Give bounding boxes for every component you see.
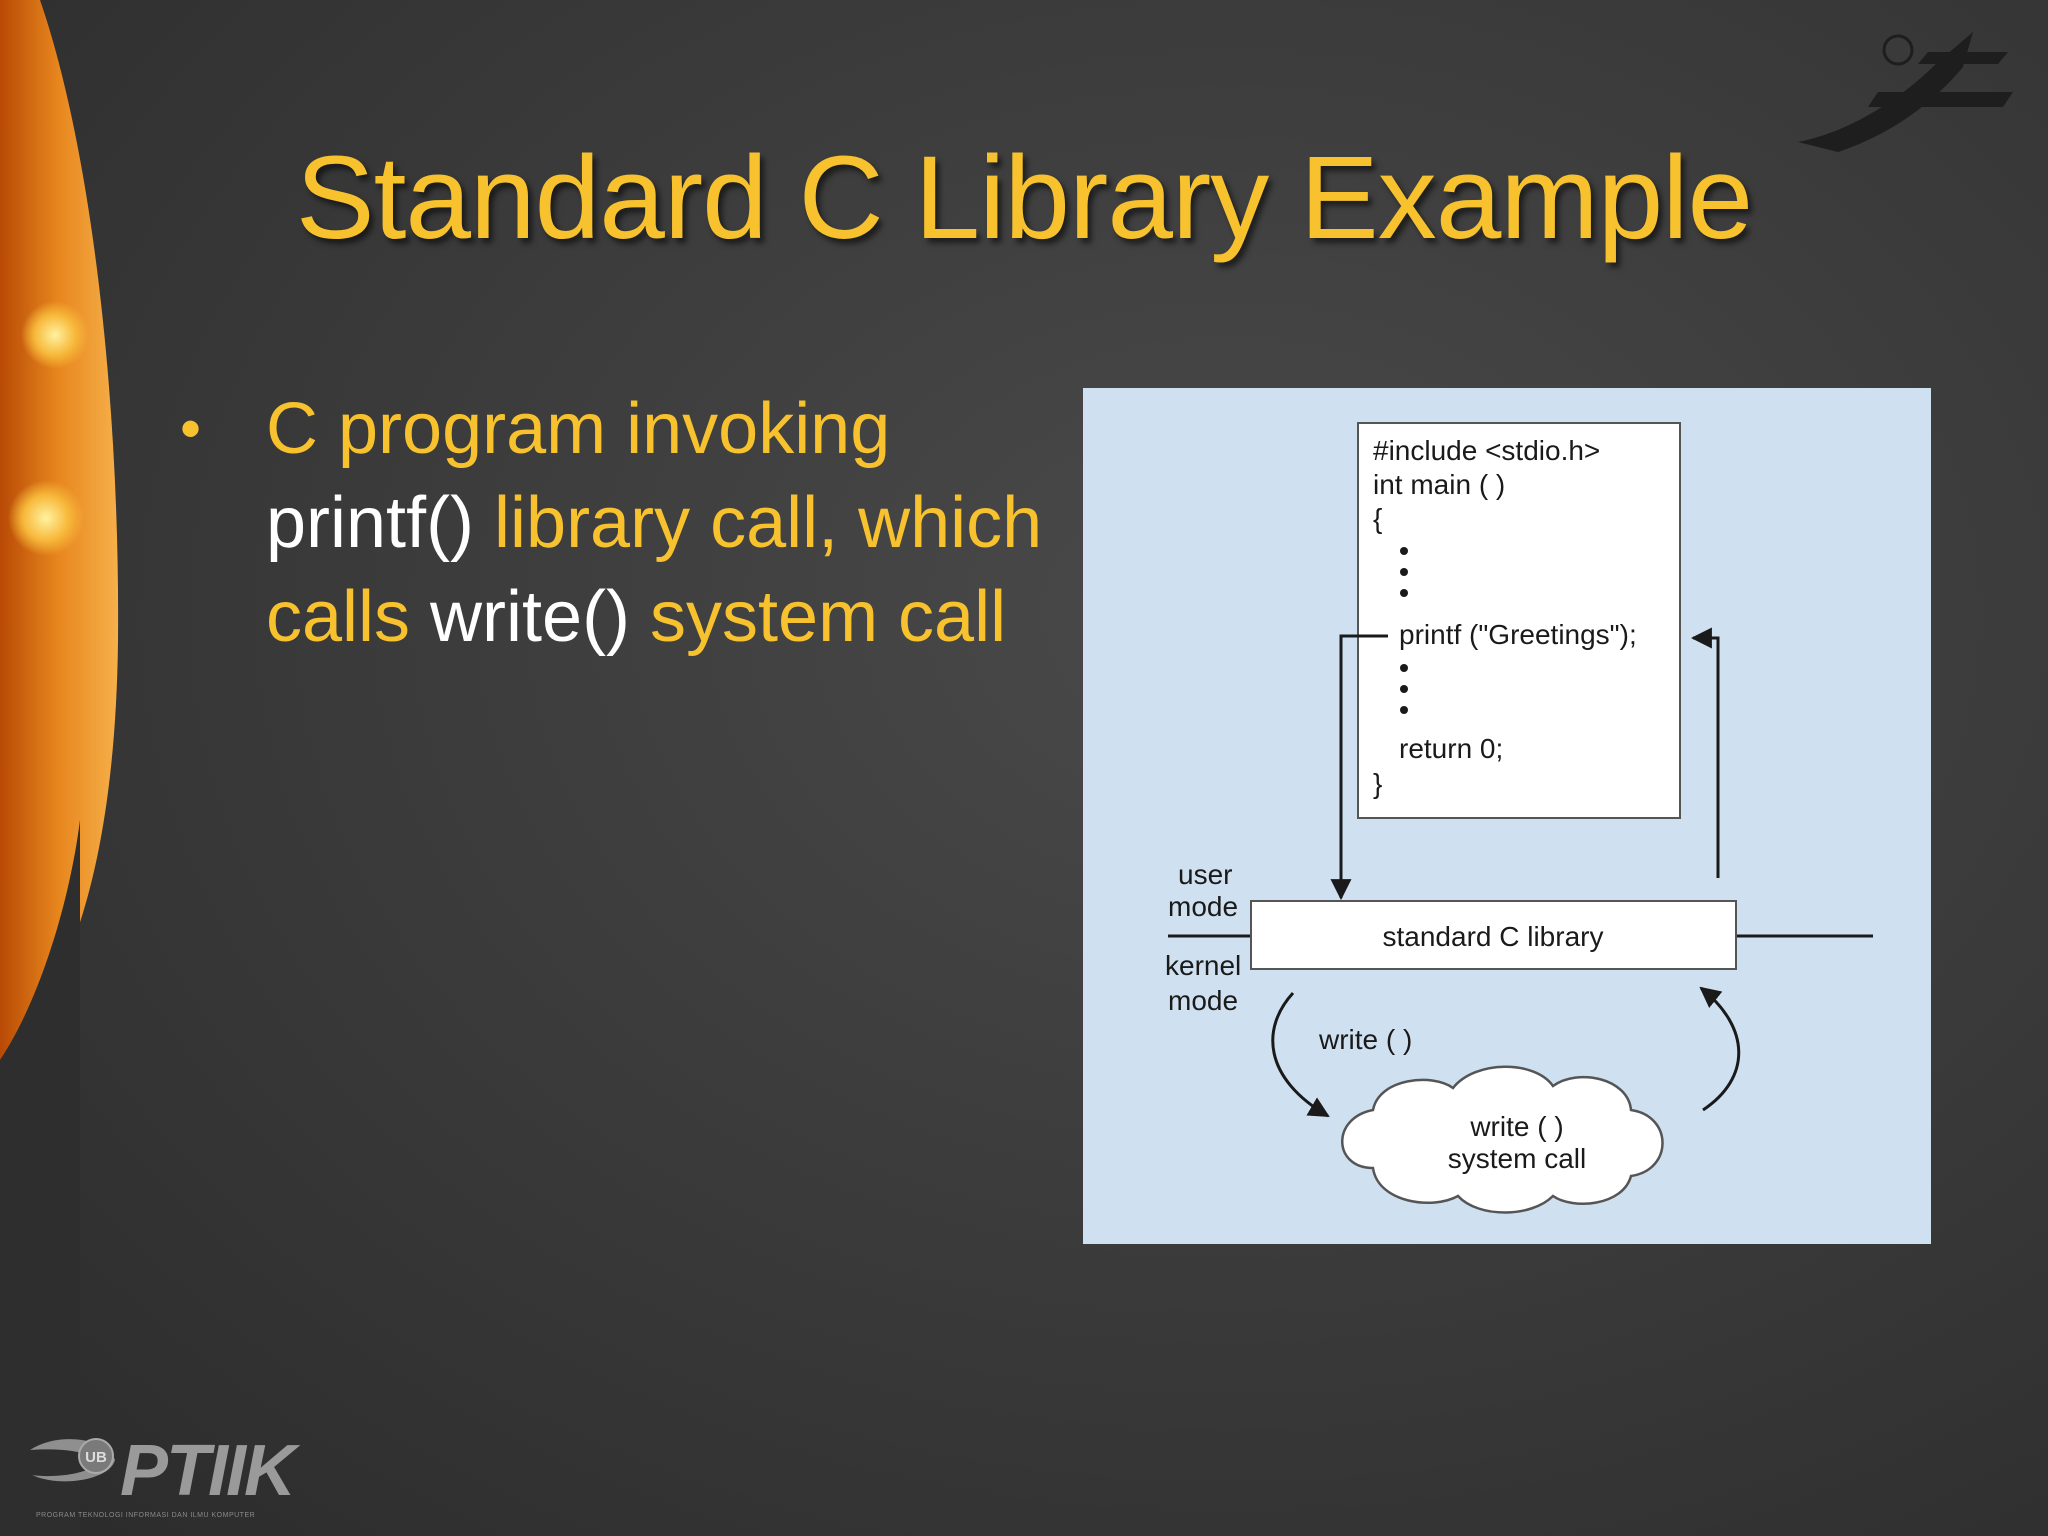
code-line-printf: printf ("Greetings");: [1399, 619, 1637, 650]
diagram-svg: #include <stdio.h> int main ( ) { printf…: [1165, 422, 1873, 1214]
user-mode-label: mode: [1168, 891, 1238, 922]
code-line-include: #include <stdio.h>: [1373, 435, 1600, 466]
code-box: [1357, 422, 1681, 819]
ellipsis-dot: [1400, 706, 1408, 714]
bullet-dot-icon: •: [180, 395, 202, 462]
ellipsis-dot: [1400, 568, 1408, 576]
ellipsis-dot: [1400, 547, 1408, 555]
ptiik-badge: UB: [85, 1449, 107, 1466]
ptiik-logo-text: PTIIK: [120, 1431, 296, 1511]
return-arrow: [1690, 627, 1720, 878]
system-call-cloud: [1341, 1065, 1664, 1214]
corner-logo-icon: [1798, 32, 2013, 152]
diagram-panel: #include <stdio.h> int main ( ) { printf…: [1083, 388, 1931, 1244]
syscall-label: system call: [1448, 1143, 1586, 1174]
library-box: [1250, 900, 1737, 970]
bullet-text: C program invoking printf() library call…: [266, 382, 1086, 664]
ellipsis-dot: [1400, 685, 1408, 693]
code-line-open-brace: {: [1373, 503, 1382, 534]
write-call-arrow: [1271, 991, 1330, 1118]
kernel-mode-label: mode: [1168, 985, 1238, 1016]
ptiik-logo-subtitle: PROGRAM TEKNOLOGI INFORMASI DAN ILMU KOM…: [36, 1512, 256, 1519]
code-line-return: return 0;: [1399, 733, 1503, 764]
code-line-main: int main ( ): [1373, 469, 1505, 500]
write-label: write ( ): [1318, 1024, 1412, 1055]
bullet-text-part: library call, which calls: [266, 483, 1043, 657]
kernel-mode-label: kernel: [1165, 950, 1241, 981]
code-line-close-brace: }: [1373, 768, 1382, 799]
bullet-text-part: system call: [630, 577, 1007, 657]
syscall-label: write ( ): [1469, 1111, 1563, 1142]
ptiik-logo: UB PTIIK PROGRAM TEKNOLOGI INFORMASI DAN…: [20, 1420, 340, 1520]
bullet-highlight-printf: printf(): [266, 483, 475, 563]
syscall-return-arrow: [1699, 986, 1741, 1112]
call-arrow: [1330, 634, 1388, 901]
slide-title: Standard C Library Example: [295, 132, 1753, 264]
ptiik-swirl-icon: UB: [30, 1438, 115, 1482]
ellipsis-dot: [1400, 589, 1408, 597]
bullet-highlight-write: write(): [430, 577, 631, 657]
ellipsis-dot: [1400, 664, 1408, 672]
orange-swoosh-decoration: [0, 0, 119, 1536]
library-box-label: standard C library: [1383, 921, 1604, 952]
bullet-text-part: C program invoking: [266, 389, 891, 469]
user-mode-label: user: [1178, 859, 1232, 890]
